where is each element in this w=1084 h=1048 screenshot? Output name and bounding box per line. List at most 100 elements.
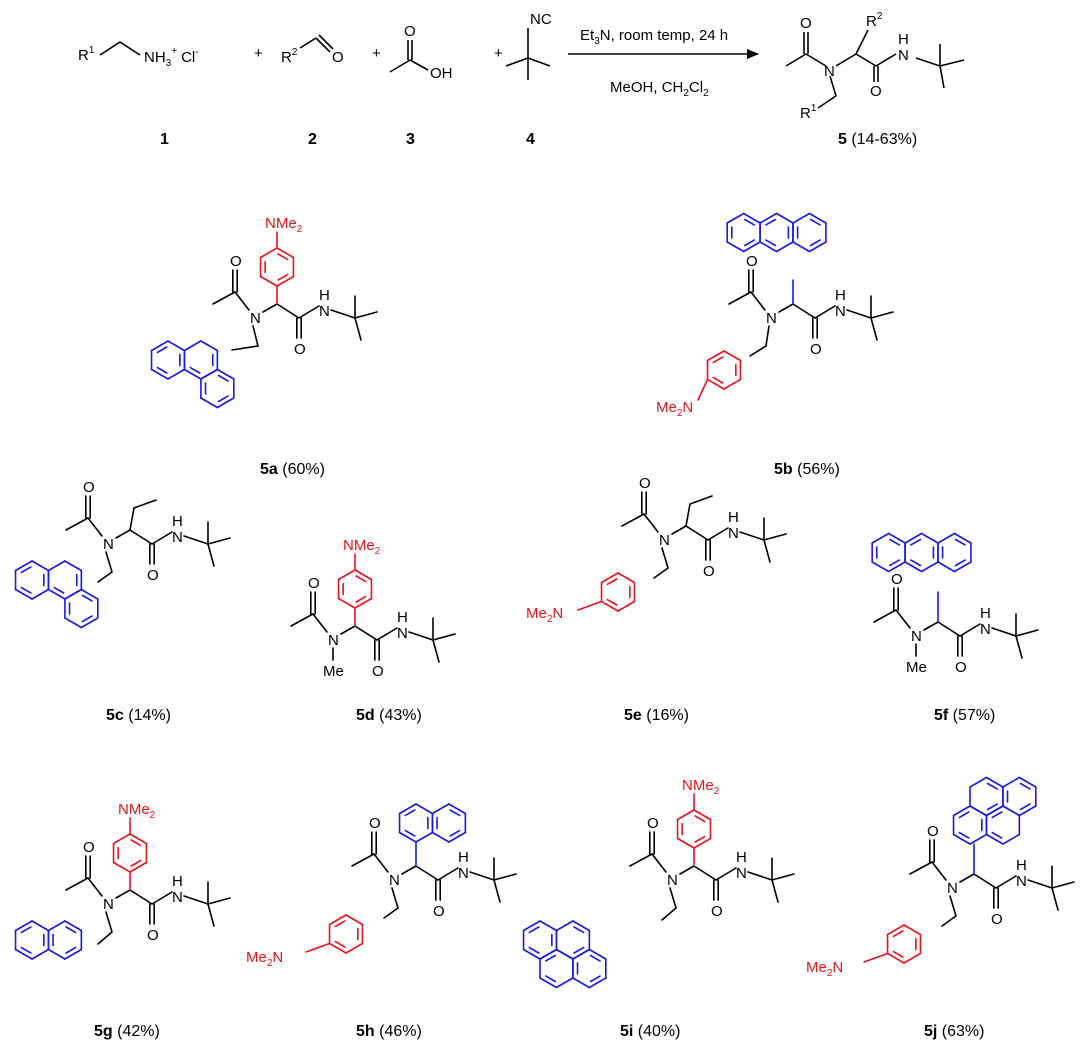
- plus-sign-2: +: [372, 45, 381, 62]
- compound-label-5h: 5h (46%): [356, 1023, 422, 1040]
- plus-sign-3: +: [494, 45, 503, 62]
- 5c-acetyl-o: O: [83, 479, 95, 496]
- 5j-me2n: Me2N: [806, 959, 843, 979]
- compound-label-5j: 5j (63%): [924, 1023, 984, 1040]
- product-5-carbonyl-o2: O: [870, 83, 882, 100]
- 5e-nh-n: N: [728, 525, 739, 542]
- compound-label-5a: 5a (60%): [260, 461, 325, 478]
- 5g-nh-n: N: [172, 889, 183, 906]
- conditions-line-1: Et3N, room temp, 24 h: [580, 27, 728, 47]
- 5e-amide-n: N: [659, 532, 670, 549]
- label-4: 4: [526, 131, 535, 148]
- compound-structures: ONOHNNMe2ONOHNMe2NONOHNONOHNNMe2MeONOHNM…: [14, 212, 1075, 989]
- 5c-nh-h: H: [172, 513, 183, 530]
- 5h-nh-n: N: [458, 865, 469, 882]
- conditions-line-2: MeOH, CH2Cl2: [610, 79, 709, 99]
- 5i-amide-n: N: [667, 872, 678, 889]
- reagent-4-isocyanide: [505, 28, 551, 80]
- 5c-nh-n: N: [172, 529, 183, 546]
- 5d-amide-o: O: [372, 663, 384, 680]
- 5g-nh-h: H: [172, 873, 183, 890]
- 5j-nh-n: N: [1016, 873, 1027, 890]
- 5b-nh-h: H: [835, 287, 846, 304]
- 5a-amide-o: O: [294, 341, 306, 358]
- reagent-1-amine-label: NH3+Cl-: [144, 46, 199, 69]
- 5d-nh-n: N: [397, 625, 408, 642]
- product-5-nh-n: N: [898, 47, 909, 64]
- 5f-amide-n: N: [911, 628, 922, 645]
- 5i-acetyl-o: O: [647, 815, 659, 832]
- compound-label-5g: 5g (42%): [94, 1023, 160, 1040]
- reagent-4-nc-label: NC: [530, 11, 552, 28]
- 5f-n-methyl: Me: [906, 659, 927, 676]
- 5h-amide-o: O: [433, 903, 445, 920]
- 5g-acetyl-o: O: [83, 839, 95, 856]
- 5a-amide-n: N: [250, 310, 261, 327]
- compound-label-5d: 5d (43%): [356, 707, 422, 724]
- 5f-amide-o: O: [955, 659, 967, 676]
- 5f-nh-n: N: [980, 621, 991, 638]
- 5e-me2n: Me2N: [526, 605, 563, 625]
- 5a-nh-h: H: [319, 287, 330, 304]
- 5j-nh-h: H: [1016, 857, 1027, 874]
- 5i-nme2: NMe2: [682, 777, 720, 797]
- 5d-n-methyl: Me: [323, 663, 344, 680]
- 5j-amide-n: N: [947, 880, 958, 897]
- reagent-2-oxygen: O: [332, 49, 344, 66]
- 5a-acetyl-o: O: [230, 253, 242, 270]
- label-3: 3: [406, 131, 415, 148]
- reagent-2-aldehyde: [299, 34, 334, 53]
- 5f-acetyl-o: O: [891, 571, 903, 588]
- 5b-amide-o: O: [810, 341, 822, 358]
- 5i-nh-n: N: [736, 865, 747, 882]
- 5b-acetyl-o: O: [746, 253, 758, 270]
- 5d-acetyl-o: O: [308, 575, 320, 592]
- compound-label-5e: 5e (16%): [624, 707, 689, 724]
- reagent-1-amine-salt: [99, 41, 141, 56]
- reagent-3-carbonyl-o: O: [404, 23, 416, 40]
- 5c-amide-o: O: [147, 567, 159, 584]
- 5a-nme2: NMe2: [265, 215, 303, 235]
- 5d-nme2: NMe2: [343, 537, 381, 557]
- 5h-acetyl-o: O: [369, 815, 381, 832]
- reagent-3-acetic-acid: [389, 40, 429, 73]
- reagent-1-r-label: R1: [78, 45, 95, 64]
- 5h-amide-n: N: [389, 872, 400, 889]
- reagent-3-hydroxyl: OH: [430, 65, 453, 82]
- compound-label-5f: 5f (57%): [934, 707, 995, 724]
- compound-label-5i: 5i (40%): [620, 1023, 680, 1040]
- product-5-r1-label: R1: [800, 103, 817, 122]
- 5g-amide-n: N: [103, 896, 114, 913]
- 5e-nh-h: H: [728, 509, 739, 526]
- 5b-amide-n: N: [766, 310, 777, 327]
- 5j-acetyl-o: O: [927, 823, 939, 840]
- product-5-r2-label: R2: [866, 11, 883, 30]
- compound-label-5c: 5c (14%): [106, 707, 171, 724]
- 5b-me2n: Me2N: [656, 399, 693, 419]
- 5h-nh-h: H: [458, 849, 469, 866]
- product-5-structure: [785, 29, 965, 109]
- label-1: 1: [160, 131, 169, 148]
- label-2: 2: [308, 131, 317, 148]
- 5g-nme2: NMe2: [118, 801, 156, 821]
- 5a-nh-n: N: [319, 303, 330, 320]
- product-5-carbonyl-o1: O: [800, 15, 812, 32]
- 5i-amide-o: O: [711, 903, 723, 920]
- 5e-acetyl-o: O: [639, 475, 651, 492]
- 5b-nh-n: N: [835, 303, 846, 320]
- 5h-me2n: Me2N: [246, 949, 283, 969]
- 5i-nh-h: H: [736, 849, 747, 866]
- plus-sign-1: +: [254, 45, 263, 62]
- 5j-amide-o: O: [991, 911, 1003, 928]
